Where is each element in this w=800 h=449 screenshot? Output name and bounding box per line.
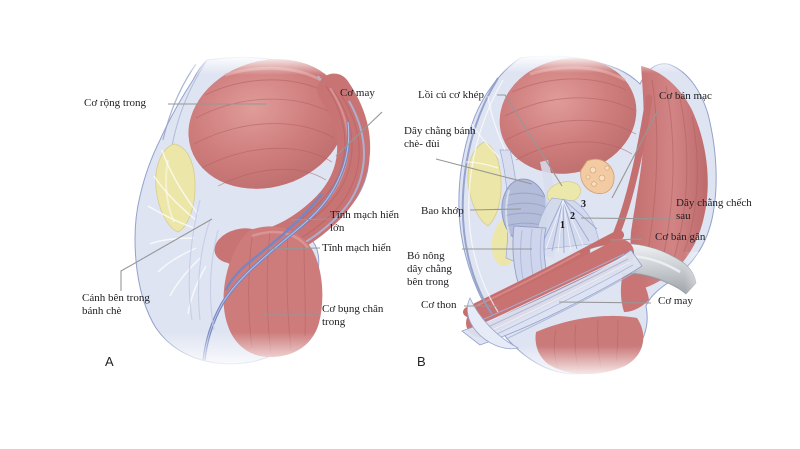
label-day-chang-chech-sau: Dây chằng chếch sau xyxy=(676,197,752,223)
label-canh-ben-trong-banh-che: Cánh bên trong bánh chè xyxy=(82,292,150,318)
label-line: sau xyxy=(676,210,691,222)
marker-1: 1 xyxy=(560,220,565,231)
label-line: bánh chè xyxy=(82,305,122,317)
semitendinosus-tendon xyxy=(609,94,653,246)
retractor-fade xyxy=(684,252,718,300)
label-day-chang-banh-che-dui: Dây chằng bánh chè- đùi xyxy=(404,125,475,151)
sartorius-cover-striations xyxy=(481,253,638,340)
leader-co-may-a xyxy=(335,111,383,157)
fascia-cut-edge-highlight xyxy=(468,79,504,313)
label-line: Tĩnh mạch hiển xyxy=(322,242,392,254)
label-line: dây chằng xyxy=(407,263,452,275)
saphenous-vein-branch xyxy=(224,193,323,291)
label-line: Cơ thon xyxy=(421,299,457,311)
capsule-sheen xyxy=(505,189,511,237)
panel-a-illustration xyxy=(125,55,410,374)
leader-lines xyxy=(120,94,674,316)
leader-loi-cu-co-khep xyxy=(497,94,563,187)
gastrocnemius-muscle xyxy=(223,226,323,358)
label-co-rong-trong: Cơ rộng trong xyxy=(84,97,146,110)
label-tinh-mach-hien-lon: Tĩnh mạch hiển lớn xyxy=(330,209,399,235)
label-line: Bó nông xyxy=(407,250,445,262)
marker-2: 2 xyxy=(570,211,575,222)
fascia-streaks xyxy=(465,95,506,169)
label-bao-khop: Bao khớp xyxy=(421,205,464,218)
panel-letter-a: A xyxy=(105,354,114,369)
leader-canh-ben-trong xyxy=(120,218,213,291)
label-line: bên trong xyxy=(407,276,449,288)
fat-pad-lobules xyxy=(585,165,610,187)
panel-letter-b: B xyxy=(417,354,426,369)
panel-b-illustration xyxy=(445,55,735,382)
label-line: Cơ bụng chân xyxy=(322,303,384,315)
semimembranosus-muscle xyxy=(630,66,708,289)
leader-co-ban-gan xyxy=(609,238,643,241)
muscle-striations xyxy=(193,79,335,187)
label-line: lớn xyxy=(330,222,345,234)
semimembranosus-striations xyxy=(645,79,698,263)
gracilis-muscle xyxy=(463,230,624,317)
leader-day-chang-chech xyxy=(580,217,674,220)
label-loi-cu-co-khep: Lồi củ cơ khép xyxy=(418,89,484,102)
label-co-thon: Cơ thon xyxy=(421,299,456,312)
bottom-fade xyxy=(125,332,410,374)
label-co-may-a: Cơ may xyxy=(340,87,375,100)
leader-day-chang-banh xyxy=(435,158,533,185)
label-line: Bao khớp xyxy=(421,205,464,217)
top-fade xyxy=(498,55,683,73)
vein-highlight xyxy=(203,121,350,361)
label-co-bung-chan-trong: Cơ bụng chân trong xyxy=(322,303,383,329)
marker-3: 3 xyxy=(581,199,586,210)
label-tinh-mach-hien: Tĩnh mạch hiển xyxy=(322,242,391,255)
label-line: trong xyxy=(322,316,346,328)
sartorius-cover-highlights xyxy=(484,255,631,331)
vastus-medialis-muscle xyxy=(499,58,637,174)
label-line: Cánh bên trong xyxy=(82,292,150,304)
label-co-may-b: Cơ may xyxy=(658,295,693,308)
top-fade xyxy=(170,55,385,75)
fascia-shading xyxy=(188,199,219,331)
fan-highlights xyxy=(545,199,584,253)
fascia-streaks xyxy=(147,149,207,315)
label-line: Dây chằng chếch xyxy=(676,197,752,209)
label-co-ban-mac: Cơ bán mạc xyxy=(659,90,712,103)
label-line: Lồi củ cơ khép xyxy=(418,89,484,101)
leader-co-may-b xyxy=(558,301,652,304)
label-line: chè- đùi xyxy=(404,138,440,150)
label-co-ban-gan: Cơ bán gân xyxy=(655,231,705,244)
label-line: Cơ rộng trong xyxy=(84,97,147,109)
leader-tinh-mach-hien-lon xyxy=(290,218,331,221)
label-line: Cơ bán mạc xyxy=(659,90,712,102)
label-line: Cơ may xyxy=(658,295,693,307)
label-bo-nong-day-chang-ben-trong: Bó nông dây chằng bên trong xyxy=(407,250,452,289)
bottom-fade xyxy=(445,346,735,382)
label-line: Cơ bán gân xyxy=(655,231,706,243)
leader-tinh-mach-hien xyxy=(267,247,321,250)
sartorius-fascia-cover xyxy=(461,249,643,346)
muscle-striations xyxy=(504,78,637,161)
leader-co-ban-mac xyxy=(611,109,659,199)
fascia-cut-edge xyxy=(461,77,499,317)
label-line: Tĩnh mạch hiển xyxy=(330,209,400,221)
label-line: Dây chằng bánh xyxy=(404,125,476,137)
label-line: Cơ may xyxy=(340,87,375,99)
leader-bao-khop xyxy=(469,208,522,211)
